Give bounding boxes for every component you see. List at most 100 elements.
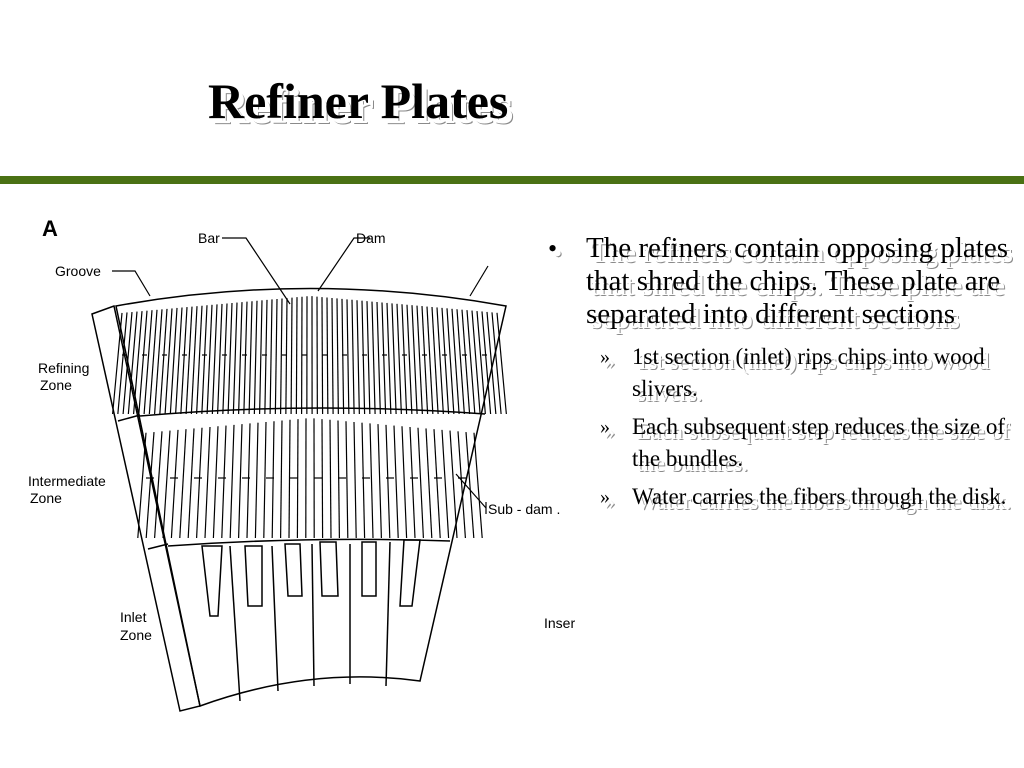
plate-bar <box>401 304 408 415</box>
plate-bar <box>180 307 188 415</box>
plate-bar <box>254 422 259 539</box>
plate-bar <box>426 306 434 415</box>
plate-bar <box>496 312 507 415</box>
plate-bar <box>253 300 258 415</box>
plate-bar <box>206 304 213 415</box>
plate-bar <box>217 303 223 415</box>
plate-bar <box>145 431 155 539</box>
label-subdam: Sub - dam . <box>488 501 560 517</box>
plate-bar <box>295 297 298 415</box>
plate-bar <box>263 421 267 539</box>
plate-bar <box>416 305 423 415</box>
plate-bar <box>238 424 243 539</box>
chevron-marker-icon: » <box>600 416 610 438</box>
plate-bar <box>451 308 460 415</box>
plate-bar <box>133 311 143 415</box>
plate-bar <box>264 299 268 415</box>
plate-bar <box>386 302 392 415</box>
plate-bar <box>185 306 193 415</box>
label-inlet-2: Zone <box>120 627 152 643</box>
plate-bar <box>425 428 433 539</box>
main-bullet: • The refiners contain opposing plates t… <box>548 232 1008 331</box>
plate-bar <box>169 307 178 415</box>
plate-bar <box>471 310 481 415</box>
plate-bar <box>232 302 238 415</box>
sub-bullet-text: Water carries the fibers through the dis… <box>632 484 1007 509</box>
plate-bar <box>190 306 198 415</box>
main-bullet-text: The refiners contain opposing plates tha… <box>586 232 1008 330</box>
bullet-list: • The refiners contain opposing plates t… <box>548 232 1008 519</box>
plate-bar <box>122 311 133 415</box>
plate-bar <box>154 431 163 539</box>
intermediate-zone-boundary <box>139 407 486 417</box>
plate-bar <box>401 426 408 539</box>
label-dam: Dam <box>356 230 386 246</box>
plate-bar <box>433 429 441 539</box>
plate-bar <box>361 300 366 415</box>
plate-bar <box>179 429 187 539</box>
plate-bar <box>476 310 486 415</box>
plate-bar <box>137 432 147 539</box>
plate-bar <box>396 303 402 415</box>
plate-bar <box>436 307 444 415</box>
plate-bar <box>148 309 158 415</box>
plate-bar <box>227 302 233 415</box>
plate-bar <box>175 307 183 415</box>
plate-sector-outline <box>115 287 507 708</box>
plate-bar <box>164 308 173 415</box>
figure-letter: A <box>42 216 58 241</box>
plate-bar <box>491 312 502 415</box>
plate-bar <box>376 302 381 415</box>
label-refining-1: Refining <box>38 360 89 376</box>
leader-lines <box>112 237 489 514</box>
label-groove: Groove <box>55 263 101 279</box>
label-intermediate-1: Intermediate <box>28 473 106 489</box>
plate-bar <box>393 425 399 539</box>
plate-bar <box>187 428 195 539</box>
plate-bar <box>326 297 329 415</box>
sub-bullet-list: » 1st section (inlet) rips chips into wo… <box>548 341 1008 513</box>
plate-bar <box>112 312 123 415</box>
plate-bar <box>465 431 475 539</box>
sub-bullet: » 1st section (inlet) rips chips into wo… <box>548 341 1008 405</box>
plate-bar <box>369 423 374 539</box>
plate-bar <box>196 305 203 415</box>
label-insert: Inser <box>544 615 575 631</box>
plate-bar <box>346 299 350 415</box>
plate-bar <box>204 426 211 539</box>
plate-bar <box>366 301 371 415</box>
plate-bar <box>288 419 291 539</box>
plate-bar <box>285 298 288 415</box>
plate-bar <box>280 298 283 415</box>
plate-bar <box>381 302 387 415</box>
plate-bar <box>441 429 450 539</box>
plate-bar <box>406 304 413 415</box>
plate-bar <box>466 310 476 415</box>
plate-bar <box>409 426 416 539</box>
sub-bullet: » Water carries the fibers through the d… <box>548 481 1008 513</box>
plate-bar <box>331 297 334 415</box>
plate-bar <box>170 429 179 539</box>
inlet-breaker-bars <box>201 539 421 702</box>
plate-bar <box>391 303 397 415</box>
label-bar: Bar <box>198 230 220 246</box>
plate-bar <box>371 301 376 415</box>
plate-bar <box>212 426 219 539</box>
plate-bar <box>417 427 424 539</box>
plate-bar <box>201 305 208 415</box>
plate-bar <box>341 298 345 415</box>
plate-bar <box>154 309 163 415</box>
slide-title: Refiner Plates <box>208 73 509 129</box>
plate-bar <box>336 298 339 415</box>
plate-bar <box>221 425 227 539</box>
sub-bullet: » Each subsequent step reduces the size … <box>548 411 1008 475</box>
plate-bar <box>446 308 455 415</box>
plate-bar <box>269 299 273 415</box>
plate-bar <box>280 420 283 539</box>
plate-bar <box>441 307 450 415</box>
plate-bar <box>243 301 248 415</box>
plate-bar <box>449 430 458 539</box>
plate-bar <box>421 306 429 415</box>
plate-bar <box>411 305 418 415</box>
plate-bar <box>456 309 465 415</box>
